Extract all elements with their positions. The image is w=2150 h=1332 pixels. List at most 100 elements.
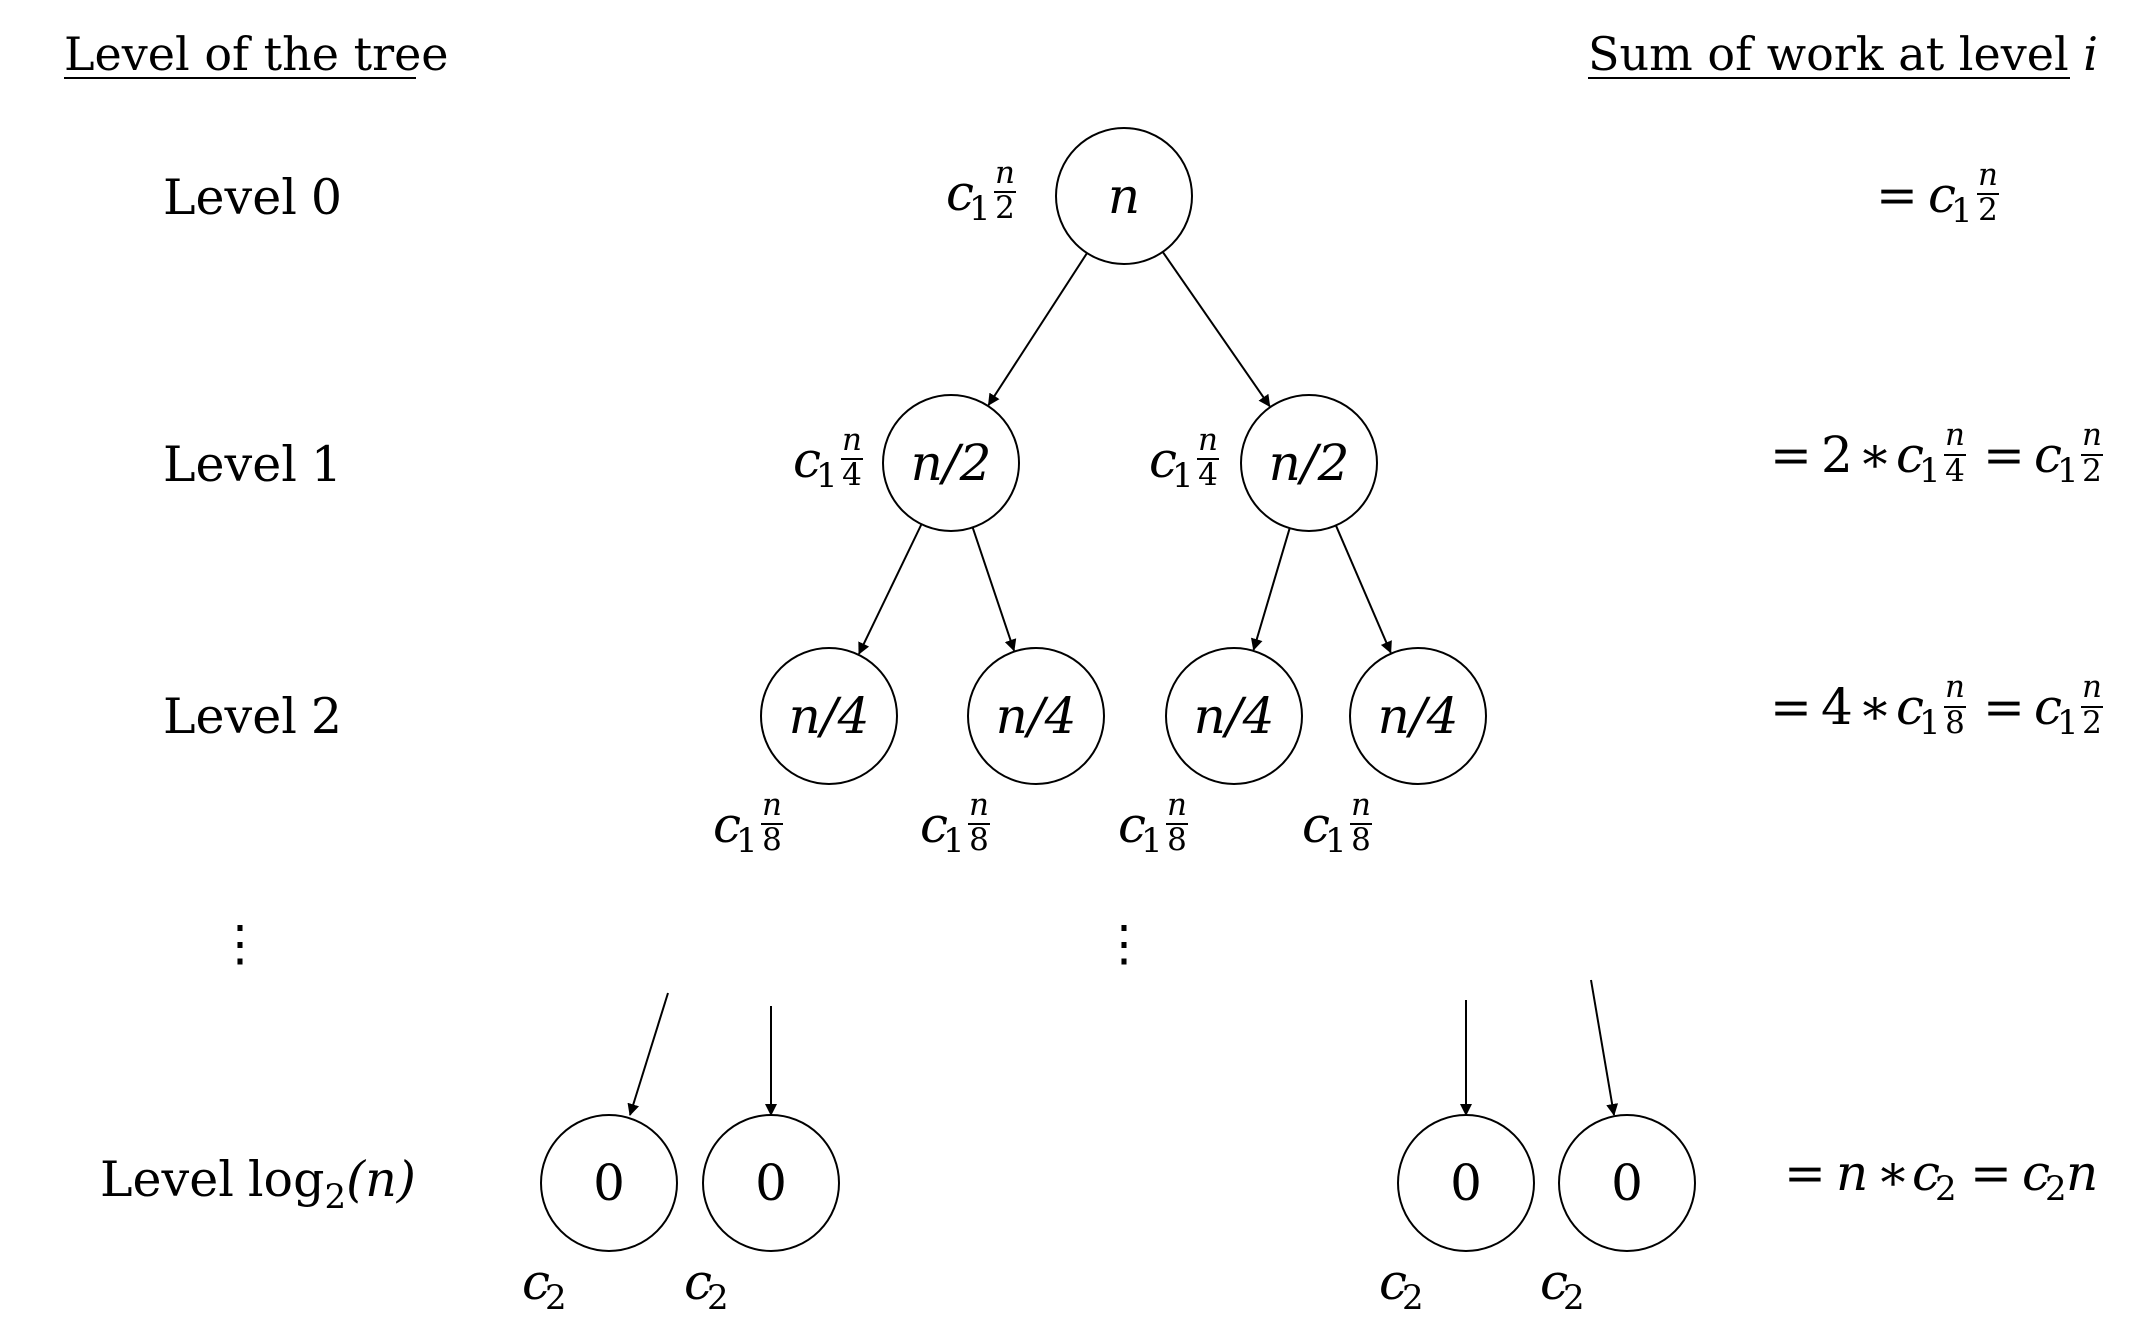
sum-level-2-num: n xyxy=(1945,669,1965,705)
sum-level-2-coef: 4 xyxy=(1821,678,1853,736)
node-label: n/4 xyxy=(789,687,870,745)
work-label-leaf2: c2 xyxy=(684,1253,729,1318)
node-circle xyxy=(1055,127,1193,265)
work-label-den: 8 xyxy=(1351,822,1371,858)
sum-level-2-op: ∗ xyxy=(1858,678,1892,736)
work-label-c: c xyxy=(1118,796,1146,854)
sum-level-0-eq: = xyxy=(1876,166,1918,224)
header-right-var: i xyxy=(2083,27,2098,81)
edge-l1a-to-l2b xyxy=(971,527,1017,652)
work-label-c: c xyxy=(684,1253,712,1311)
tree-node-root: n xyxy=(1055,127,1193,265)
edges-layer xyxy=(858,251,1392,655)
edge-root-to-l1b xyxy=(1161,251,1271,408)
node-label: n xyxy=(1108,167,1140,225)
edge-l1b-to-l2d xyxy=(1334,525,1392,654)
work-label-sub: 1 xyxy=(1172,456,1194,496)
sum-level-last-eq: = xyxy=(1784,1144,1826,1202)
work-label-sub: 1 xyxy=(943,821,965,861)
sum-level-last-eq2: = xyxy=(1970,1144,2012,1202)
sum-level-1-num2: n xyxy=(2082,417,2102,453)
sum-level-1-c2: c xyxy=(2034,426,2062,484)
work-label-leaf4: c2 xyxy=(1540,1253,1585,1318)
work-label-c: c xyxy=(522,1253,550,1311)
work-label-den: 2 xyxy=(995,190,1015,226)
sum-level-1-op: ∗ xyxy=(1858,426,1892,484)
node-circle xyxy=(1397,1114,1535,1252)
sum-level-0-num: n xyxy=(1978,157,1998,193)
sum-level-1-num: n xyxy=(1945,417,1965,453)
work-label-num: n xyxy=(1198,422,1218,458)
work-label-c: c xyxy=(793,431,821,489)
node-circle xyxy=(540,1114,678,1252)
sum-level-last-c2: c xyxy=(2022,1144,2050,1202)
sum-level-last-op: ∗ xyxy=(1876,1144,1910,1202)
tree-node-l1b: n/2 xyxy=(1240,394,1378,532)
work-label-sub: 2 xyxy=(1402,1278,1424,1318)
work-label-num: n xyxy=(1351,787,1371,823)
work-label-sub: 2 xyxy=(545,1278,567,1318)
work-label-sub: 1 xyxy=(1141,821,1163,861)
node-label: n/4 xyxy=(996,687,1077,745)
sum-level-0-sub: 1 xyxy=(1951,191,1973,231)
sum-level-2-den2: 2 xyxy=(2082,705,2102,741)
sum-level-last-n: n xyxy=(1836,1144,1868,1202)
tree-node-leaf4: 0 xyxy=(1558,1114,1696,1252)
sum-level-1-den2: 2 xyxy=(2082,453,2102,489)
sum-level-0-c: c xyxy=(1928,166,1956,224)
sum-level-2-eq2: = xyxy=(1983,678,2025,736)
sum-level-last-sub: 2 xyxy=(1935,1169,1957,1209)
node-circle xyxy=(1558,1114,1696,1252)
node-circle xyxy=(882,394,1020,532)
sum-level-2-c: c xyxy=(1896,678,1924,736)
sum-level-1-coef: 2 xyxy=(1821,426,1853,484)
node-circle xyxy=(1240,394,1378,532)
edge-l1b-to-l2c xyxy=(1250,527,1291,651)
tree-node-leaf2: 0 xyxy=(702,1114,840,1252)
header-level-of-tree: Level of the tree xyxy=(64,27,449,81)
sum-level-last: = n ∗ c 2 = c 2 n xyxy=(1784,1144,2098,1209)
tree-node-l2d: n/4 xyxy=(1349,647,1487,785)
sum-level-1-den: 4 xyxy=(1945,453,1965,489)
sum-level-last-c: c xyxy=(1912,1144,1940,1202)
tree-node-l2a: n/4 xyxy=(760,647,898,785)
level-ellipsis: ⋮ xyxy=(216,915,265,972)
sum-level-1-eq2: = xyxy=(1983,426,2025,484)
tree-node-l1a: n/2 xyxy=(882,394,1020,532)
tree-node-l2c: n/4 xyxy=(1165,647,1303,785)
work-label-c: c xyxy=(713,796,741,854)
tree-node-l2b: n/4 xyxy=(967,647,1105,785)
sum-level-2: = 4 ∗ c 1 n 8 = c 1 n 2 xyxy=(1770,669,2103,743)
tree-ellipsis: ⋮ xyxy=(1100,915,1149,972)
work-label-sub: 1 xyxy=(969,189,991,229)
node-label: n/4 xyxy=(1194,687,1275,745)
work-label-c: c xyxy=(1379,1253,1407,1311)
work-label-c: c xyxy=(1302,796,1330,854)
work-label-num: n xyxy=(1167,787,1187,823)
sum-level-2-den: 8 xyxy=(1945,705,1965,741)
sum-level-2-c2: c xyxy=(2034,678,2062,736)
node-circle xyxy=(1165,647,1303,785)
work-label-sub: 2 xyxy=(1563,1278,1585,1318)
work-label-sub: 2 xyxy=(707,1278,729,1318)
work-label-den: 8 xyxy=(762,822,782,858)
sum-level-1-c: c xyxy=(1896,426,1924,484)
work-label-sub: 1 xyxy=(1325,821,1347,861)
work-label-den: 4 xyxy=(1198,457,1218,493)
edge-into-leaf-4 xyxy=(1590,979,1619,1116)
work-label-c: c xyxy=(1149,431,1177,489)
work-label-c: c xyxy=(920,796,948,854)
tree-node-leaf1: 0 xyxy=(540,1114,678,1252)
